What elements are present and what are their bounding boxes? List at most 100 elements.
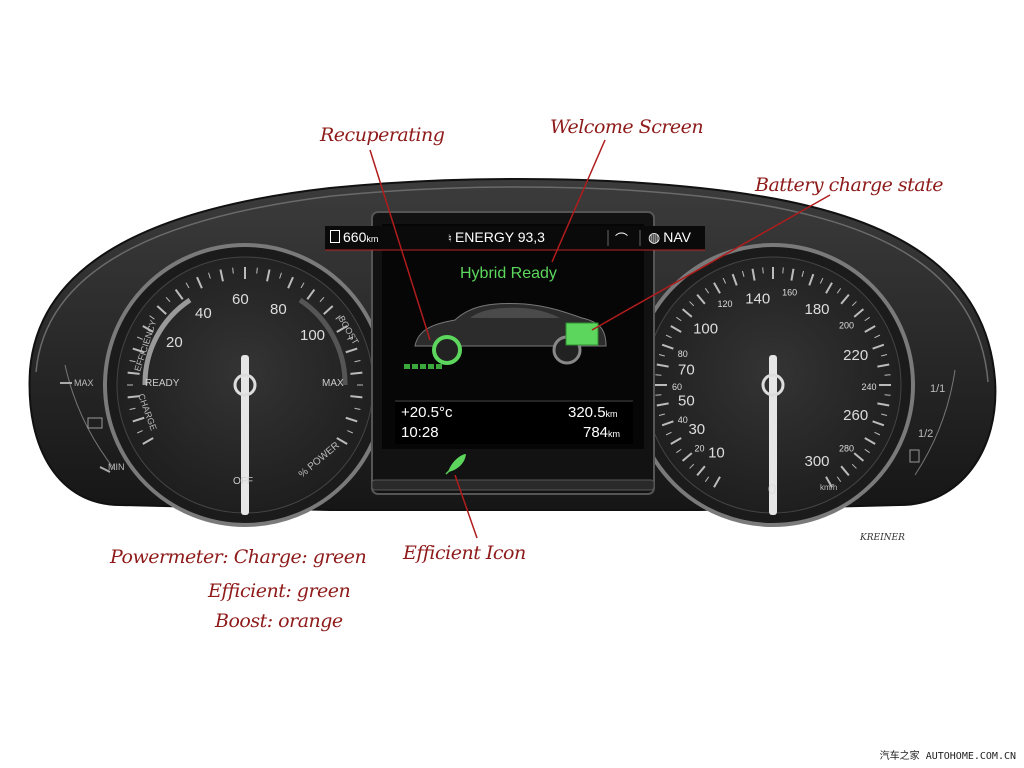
speedometer-gauge — [631, 243, 915, 527]
powermeter-tick — [136, 430, 143, 434]
trip-unit: km — [605, 409, 618, 419]
speedometer-tick — [853, 452, 865, 462]
powermeter-tick — [219, 269, 224, 282]
speedometer-tick — [704, 476, 710, 482]
speedometer-tick — [840, 293, 850, 305]
speedometer-tick — [836, 288, 842, 294]
battery-charge-state — [565, 322, 599, 346]
powermeter-tick — [165, 296, 171, 303]
odometer-unit: km — [608, 429, 621, 439]
max-label: MAX — [322, 378, 344, 389]
fuel-pump-icon — [909, 449, 920, 463]
screen-top-bar — [325, 226, 705, 250]
energy-readout: ♮ENERGY 93,3 — [448, 229, 545, 245]
speedometer-tick — [656, 363, 669, 368]
trip-readout: 320.5km — [568, 404, 618, 421]
speedometer-tick — [665, 334, 672, 339]
powermeter-tick — [345, 416, 358, 423]
speedometer-tick — [656, 402, 669, 407]
speedometer-tick — [655, 374, 662, 376]
speed-label-10: 10 — [708, 444, 725, 461]
cluster-rim — [35, 186, 989, 383]
speed-label-160: 160 — [782, 287, 797, 297]
left-tick-100: 100 — [300, 327, 325, 344]
powermeter-tick — [129, 407, 136, 411]
powermeter-tick — [347, 336, 354, 340]
speedometer-tick — [853, 308, 865, 318]
fuel-range-readout: 660km — [330, 229, 378, 245]
fuel-scale — [909, 369, 956, 476]
fuel-range-value: 660 — [343, 229, 367, 245]
speedometer-tick — [722, 277, 727, 284]
temperature-readout: +20.5°c — [401, 404, 453, 421]
left-side-scale — [60, 364, 116, 473]
speedometer-tick — [670, 325, 682, 333]
powermeter-tick — [350, 371, 363, 375]
speed-label-30: 30 — [688, 421, 705, 438]
speedometer-tick — [676, 316, 682, 322]
screen-bottom-panel — [395, 402, 633, 444]
speedometer-tick — [681, 308, 693, 318]
speedometer-tick — [881, 413, 888, 417]
speedometer-tick — [676, 448, 682, 454]
speedometer-tick — [864, 448, 870, 454]
powermeter-tick — [174, 288, 184, 300]
powermeter-tick — [132, 347, 145, 354]
powermeter-tick — [132, 416, 145, 423]
speed-label-280: 280 — [839, 444, 854, 454]
speedometer-tick — [790, 268, 795, 281]
speedometer-tick — [731, 273, 738, 286]
speedometer-tick — [762, 267, 764, 274]
speedometer-tick — [713, 282, 721, 294]
speed-label-200: 200 — [839, 320, 854, 330]
speedometer-tick — [877, 363, 890, 368]
powermeter-tick — [266, 269, 271, 282]
speedometer-tick — [689, 463, 695, 469]
powermeter-tick — [149, 315, 155, 320]
powermeter-tick — [136, 336, 143, 340]
speedometer-tick — [658, 353, 665, 357]
annotation-powermeter-line1: Powermeter: Charge: green — [110, 546, 367, 568]
annotation-powermeter-line3: Boost: orange — [215, 610, 343, 632]
annotation-welcome-screen: Welcome Screen — [550, 116, 704, 138]
left-tick-40: 40 — [195, 305, 212, 322]
speedometer-tick — [874, 431, 881, 436]
powermeter-tick — [350, 395, 363, 399]
speed-label-260: 260 — [843, 407, 868, 424]
efficiency-arc — [142, 297, 192, 386]
phone-icon: ⌒ — [615, 232, 629, 247]
car-illustration — [404, 303, 607, 369]
powermeter-tick — [354, 407, 361, 411]
odometer-value: 784 — [583, 424, 609, 441]
left-tick-60: 60 — [232, 291, 249, 308]
speedometer-tick — [670, 437, 682, 445]
speedometer-tick — [851, 463, 857, 469]
speed-label-60: 60 — [672, 382, 682, 392]
front-wheel-recuperating — [432, 335, 462, 365]
left-scale-min-label: MIN — [108, 462, 125, 472]
fuel-half-label: 1/2 — [918, 428, 933, 440]
speedometer-tick — [661, 343, 674, 350]
energy-icon: ♮ — [448, 233, 452, 245]
speed-label-100: 100 — [693, 320, 718, 337]
efficient-leaf-icon — [445, 454, 466, 475]
speed-label-140: 140 — [745, 290, 770, 307]
nav-label: NAV — [663, 229, 691, 245]
speedometer-tick — [819, 277, 824, 284]
speed-unit-label: km/h — [820, 483, 837, 492]
speedometer-tick — [864, 325, 876, 333]
recuperation-arrows — [404, 364, 442, 369]
signature-text: KREINER — [859, 533, 905, 543]
powermeter-tick — [156, 305, 167, 315]
annotation-battery-charge: Battery charge state — [755, 174, 944, 196]
site-footer: 汽车之家 AUTOHOME.COM.CN — [879, 751, 1016, 762]
powermeter-tick — [347, 430, 354, 434]
powermeter-tick — [279, 272, 282, 279]
energy-value: ENERGY 93,3 — [454, 229, 545, 245]
fuel-full-label: 1/1 — [930, 383, 945, 395]
speed-label-20: 20 — [694, 444, 704, 454]
powermeter-tick — [336, 325, 348, 333]
speedometer-tick — [864, 316, 870, 322]
speedometer-tick — [884, 374, 891, 376]
speed-label-220: 220 — [843, 347, 868, 364]
